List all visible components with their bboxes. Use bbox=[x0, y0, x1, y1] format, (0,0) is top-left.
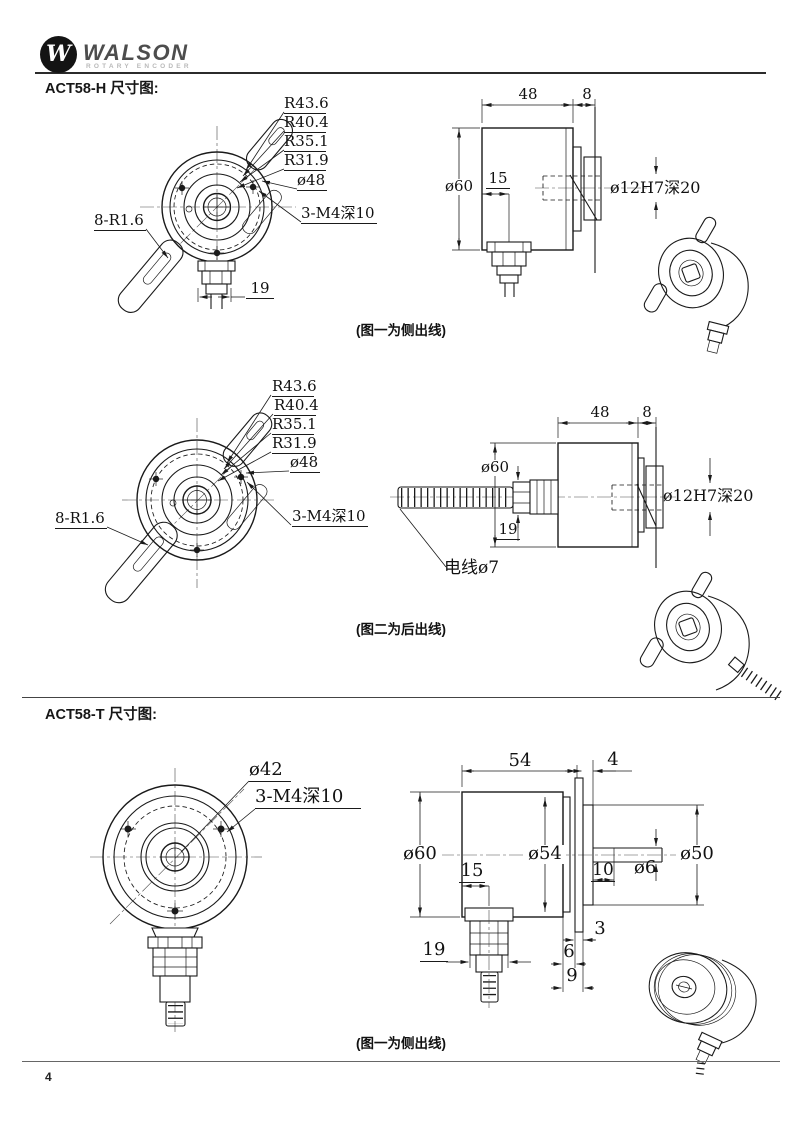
dim-48-fig2-side: 48 bbox=[590, 403, 610, 421]
dim-19-fig2-side: 19 bbox=[496, 521, 520, 540]
mount-screws-fig2a bbox=[149, 470, 248, 557]
dim-dia60-fig2-side: ø60 bbox=[477, 459, 513, 476]
dim-dia50-fig3-side: ø50 bbox=[676, 844, 718, 864]
dim-8r1-6-fig1: 8-R1.6 bbox=[94, 212, 146, 231]
dim-3m4-fig1: 3-M4深10 bbox=[301, 205, 377, 224]
dim-3m4-fig3: 3-M4深10 bbox=[255, 787, 361, 809]
dim-19-fig1-front: 19 bbox=[246, 280, 274, 299]
act58t-3d-view bbox=[648, 952, 757, 1076]
dim-r40-4-fig2: R40.4 bbox=[274, 396, 319, 416]
act58h-side-view bbox=[452, 99, 658, 297]
dim-19-fig3-side: 19 bbox=[420, 940, 448, 962]
section-title-act58h: ACT58-H 尺寸图: bbox=[45, 81, 159, 97]
dim-r31-9-fig2: R31.9 bbox=[272, 434, 317, 454]
page-number: 4 bbox=[45, 1070, 52, 1084]
dim-r40-4-fig1: R40.4 bbox=[284, 113, 329, 133]
act58h-3d-view-side-exit bbox=[643, 216, 749, 354]
brand-subtitle: ROTARY ENCODER bbox=[86, 63, 192, 70]
brand-name: WALSON bbox=[83, 40, 189, 65]
dim-3-fig3-side: 3 bbox=[594, 918, 606, 939]
act58t-front-view bbox=[90, 768, 262, 1032]
act58t-side-view bbox=[410, 760, 705, 1008]
fig3-caption: (图一为侧出线) bbox=[356, 1036, 446, 1051]
dim-8-fig1-side: 8 bbox=[582, 85, 592, 103]
section-divider bbox=[22, 697, 780, 699]
dim-dia48-fig1: ø48 bbox=[297, 171, 327, 191]
dim-bore-fig2-side: ø12H7深20 bbox=[663, 486, 754, 505]
mount-screws-fig1a bbox=[175, 180, 260, 260]
act58h-3d-view-rear-exit bbox=[639, 571, 783, 701]
dim-48-fig1-side: 48 bbox=[518, 85, 538, 103]
mount-screws-fig3a bbox=[120, 821, 229, 919]
dim-r35-1-fig1: R35.1 bbox=[284, 132, 329, 152]
dim-54-fig3-side: 54 bbox=[508, 750, 532, 771]
dim-dia42-fig3: ø42 bbox=[249, 760, 291, 782]
footer-rule bbox=[22, 1061, 780, 1063]
act58h-front-view bbox=[117, 111, 302, 313]
dim-bore-fig1-side: ø12H7深20 bbox=[610, 178, 701, 197]
header-rule bbox=[35, 72, 766, 74]
dim-dia60-fig3-side: ø60 bbox=[398, 844, 442, 864]
dim-4-fig3-side: 4 bbox=[607, 749, 619, 770]
fig2-caption: (图二为后出线) bbox=[356, 622, 446, 637]
dim-dia48-fig2: ø48 bbox=[290, 453, 320, 473]
dim-dia6-fig3-side: ø6 bbox=[634, 857, 657, 878]
fig1-caption: (图一为侧出线) bbox=[356, 323, 446, 338]
dim-15-fig1-side: 15 bbox=[486, 170, 510, 189]
act58h-rear-exit-front-view bbox=[104, 394, 292, 604]
dim-3m4-fig2: 3-M4深10 bbox=[292, 508, 368, 527]
dim-8r1-6-fig2: 8-R1.6 bbox=[55, 510, 107, 529]
dim-9-fig3-side: 9 bbox=[566, 965, 578, 986]
dim-dia60-fig1-side: ø60 bbox=[441, 178, 477, 195]
dim-15-fig3-side: 15 bbox=[459, 860, 485, 883]
dim-r43-6-fig2: R43.6 bbox=[272, 377, 317, 397]
dim-8-fig2-side: 8 bbox=[642, 403, 652, 421]
dim-r31-9-fig1: R31.9 bbox=[284, 151, 329, 171]
dim-dia54-fig3-side: ø54 bbox=[524, 844, 566, 864]
dim-r35-1-fig2: R35.1 bbox=[272, 415, 317, 435]
act58h-rear-exit-side-view bbox=[390, 417, 712, 568]
section-title-act58t: ACT58-T 尺寸图: bbox=[45, 707, 157, 723]
dim-10-fig3-side: 10 bbox=[591, 860, 615, 882]
cable-label-fig2: 电线ø7 bbox=[444, 558, 500, 578]
walson-logo-icon: W bbox=[40, 36, 77, 73]
dim-6-fig3-side: 6 bbox=[563, 941, 575, 962]
dim-r43-6-fig1: R43.6 bbox=[284, 94, 329, 114]
